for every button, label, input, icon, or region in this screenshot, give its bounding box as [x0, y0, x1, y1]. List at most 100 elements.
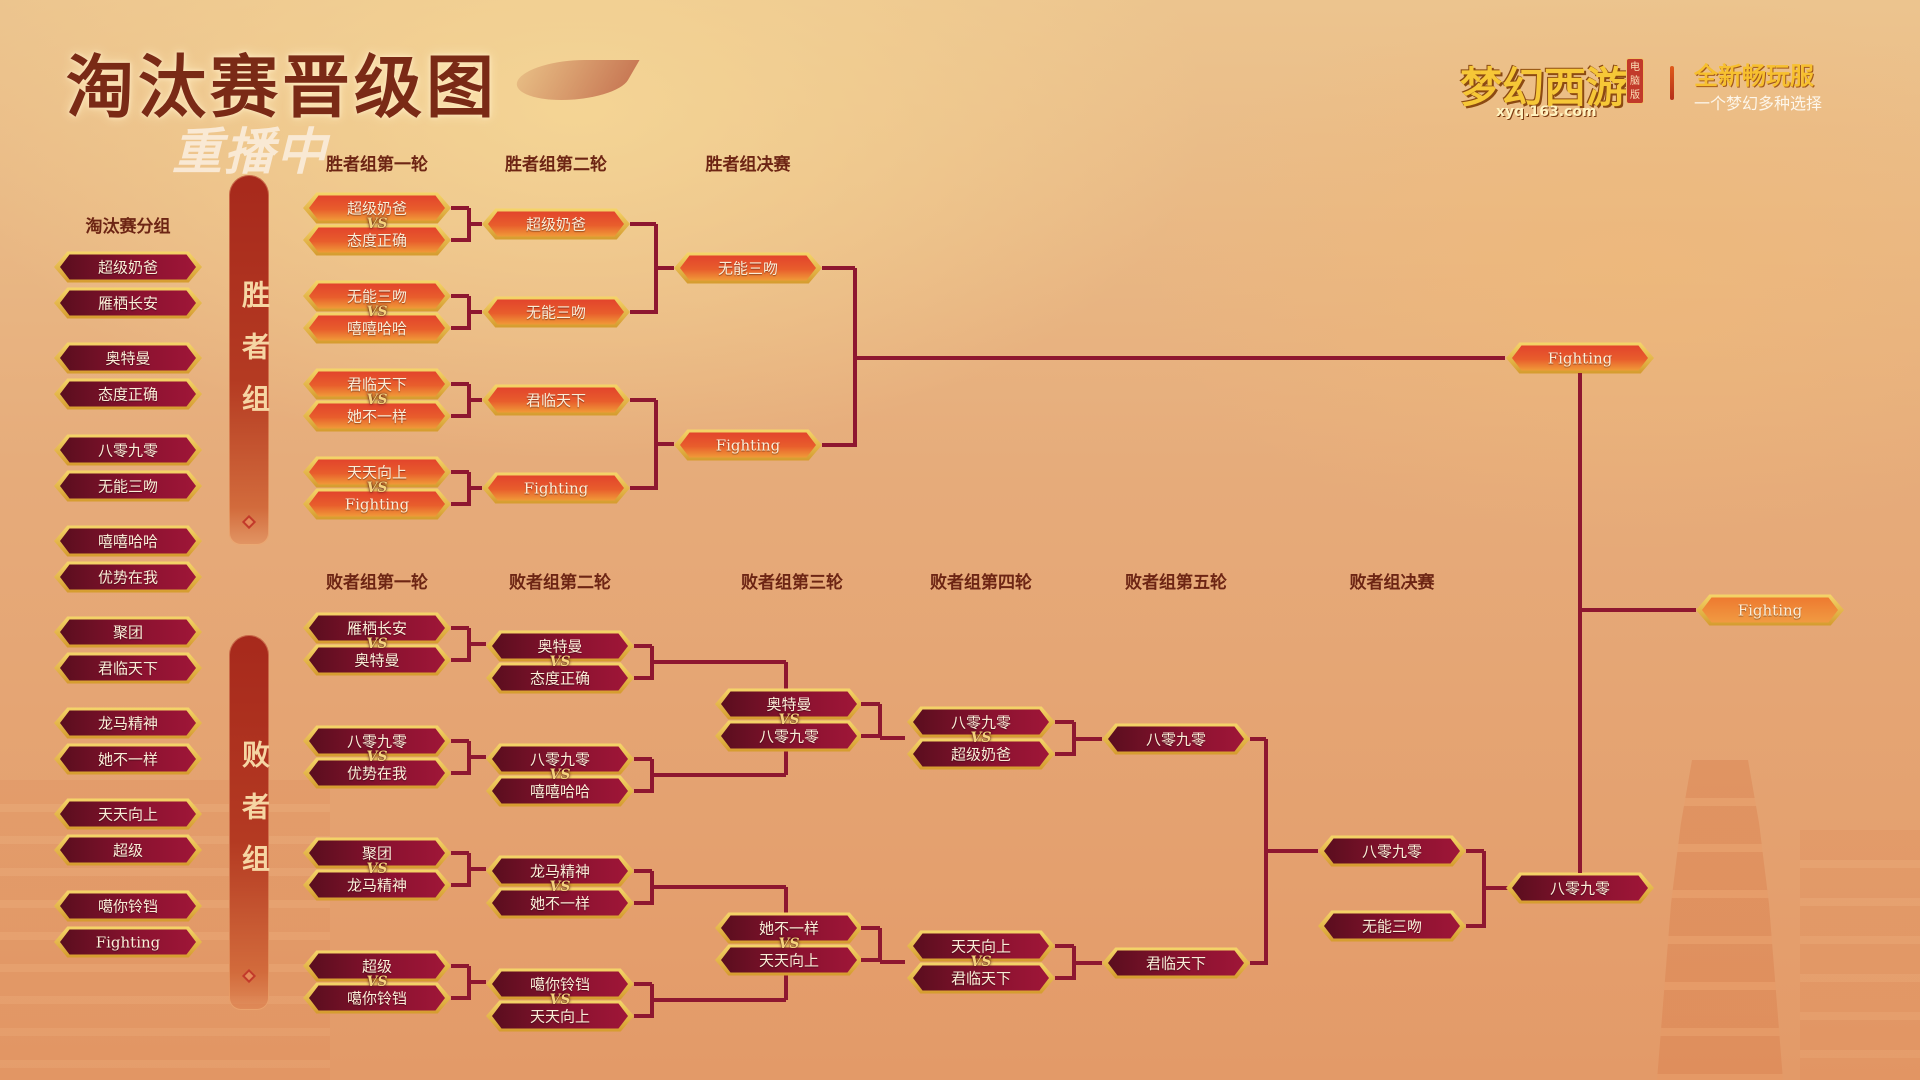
- losers-r5-result-1-label: 八零九零: [1145, 730, 1206, 749]
- losers-final-result-1[interactable]: 八零九零: [1318, 835, 1466, 867]
- bracket-connector: [1484, 886, 1508, 890]
- group-team-item[interactable]: 天天向上: [54, 798, 202, 830]
- losers-r1-match-1-team-b[interactable]: 奥特曼: [303, 644, 451, 676]
- bracket-connector: [469, 642, 486, 646]
- group-team-label: 八零九零: [97, 441, 158, 460]
- bracket-connector: [634, 869, 652, 873]
- losers-r1-match-1-team-a[interactable]: 雁栖长安: [303, 612, 451, 644]
- group-team-item[interactable]: Fighting: [54, 926, 202, 958]
- group-team-item[interactable]: 她不一样: [54, 743, 202, 775]
- bracket-connector: [451, 206, 469, 210]
- losers-banner-text: 败者组: [238, 740, 271, 896]
- losers-r1-match-3-team-a[interactable]: 聚团: [303, 837, 451, 869]
- winners-final-result-1[interactable]: 无能三吻: [674, 252, 822, 284]
- winners-r1-match-1-team-b[interactable]: 态度正确: [303, 224, 451, 256]
- winners-r2-result-3-label: 君临天下: [525, 391, 586, 410]
- group-team-item[interactable]: 嘻嘻哈哈: [54, 525, 202, 557]
- losers-r4-match-2-team-a[interactable]: 天天向上: [907, 930, 1055, 962]
- winners-r2-result-3[interactable]: 君临天下: [482, 384, 630, 416]
- losers-r2-match-2-team-b-label: 嘻嘻哈哈: [529, 782, 590, 801]
- bracket-connector: [451, 996, 469, 1000]
- game-logo[interactable]: 梦幻西游 xyq.163.com 电脑版: [1456, 48, 1648, 124]
- winners-final-result-2[interactable]: Fighting: [674, 429, 822, 461]
- losers-r1-match-2-team-b[interactable]: 优势在我: [303, 757, 451, 789]
- losers-r1-match-2-team-b-label: 优势在我: [346, 764, 407, 783]
- losers-r5-result-2[interactable]: 君临天下: [1102, 947, 1250, 979]
- group-team-label: 雁栖长安: [97, 294, 158, 313]
- losers-r4-match-1-team-b[interactable]: 超级奶爸: [907, 738, 1055, 770]
- bracket-connector: [630, 398, 656, 402]
- bracket-connector: [1055, 976, 1074, 980]
- bracket-connector: [451, 470, 469, 474]
- group-team-label: 超级奶爸: [97, 258, 158, 277]
- losers-r3-match-2-team-a[interactable]: 她不一样: [715, 912, 863, 944]
- losers-r3-match-1-team-a[interactable]: 奥特曼: [715, 688, 863, 720]
- losers-final-result-1-label: 八零九零: [1361, 842, 1422, 861]
- winners-r1-match-2-team-a[interactable]: 无能三吻: [303, 280, 451, 312]
- losers-r1-match-3-team-a-label: 聚团: [361, 844, 392, 863]
- bracket-connector: [634, 982, 652, 986]
- diamond-icon: [241, 514, 257, 530]
- bracket-connector: [469, 398, 482, 402]
- losers-r4-match-1-team-a[interactable]: 八零九零: [907, 706, 1055, 738]
- losers-r2-match-2-team-b[interactable]: 嘻嘻哈哈: [486, 775, 634, 807]
- losers-r2-match-3-team-a[interactable]: 龙马精神: [486, 855, 634, 887]
- group-team-item[interactable]: 噶你铃铛: [54, 890, 202, 922]
- losers-r5-result-1[interactable]: 八零九零: [1102, 723, 1250, 755]
- losers-r2-match-4-team-a[interactable]: 噶你铃铛: [486, 968, 634, 1000]
- losers-r2-match-4-team-b[interactable]: 天天向上: [486, 1000, 634, 1032]
- losers-r2-match-1-team-a[interactable]: 奥特曼: [486, 630, 634, 662]
- losers-r2-match-4-team-a-label: 噶你铃铛: [529, 975, 590, 994]
- bracket-connector: [634, 676, 652, 680]
- group-team-item[interactable]: 雁栖长安: [54, 287, 202, 319]
- group-team-item[interactable]: 聚团: [54, 616, 202, 648]
- group-team-item[interactable]: 奥特曼: [54, 342, 202, 374]
- group-team-item[interactable]: 八零九零: [54, 434, 202, 466]
- winners-r1-match-2-team-b[interactable]: 嘻嘻哈哈: [303, 312, 451, 344]
- winners-r1-match-1-team-a[interactable]: 超级奶爸: [303, 192, 451, 224]
- losers-bracket-winner[interactable]: 八零九零: [1506, 872, 1654, 904]
- losers-r1-match-2-team-a-label: 八零九零: [346, 732, 407, 751]
- losers-r3-match-1-team-a-label: 奥特曼: [766, 695, 812, 714]
- grand-final-result[interactable]: Fighting: [1696, 594, 1844, 626]
- losers-r1-match-2-team-a[interactable]: 八零九零: [303, 725, 451, 757]
- losers-r1-match-3-team-b[interactable]: 龙马精神: [303, 869, 451, 901]
- group-team-item[interactable]: 超级: [54, 834, 202, 866]
- winners-r1-match-3-team-a[interactable]: 君临天下: [303, 368, 451, 400]
- losers-r3-match-1-team-b[interactable]: 八零九零: [715, 720, 863, 752]
- group-team-item[interactable]: 优势在我: [54, 561, 202, 593]
- bracket-connector: [1266, 849, 1318, 853]
- losers-r2-match-2-team-a[interactable]: 八零九零: [486, 743, 634, 775]
- winners-r1-match-4-team-b[interactable]: Fighting: [303, 488, 451, 520]
- group-team-item[interactable]: 超级奶爸: [54, 251, 202, 283]
- group-team-item[interactable]: 君临天下: [54, 652, 202, 684]
- losers-r3-match-1-team-b-label: 八零九零: [758, 727, 819, 746]
- winners-final-result-2-label: Fighting: [715, 436, 781, 454]
- bracket-connector: [861, 702, 880, 706]
- bracket-connector: [630, 310, 656, 314]
- losers-r2-match-3-team-b[interactable]: 她不一样: [486, 887, 634, 919]
- group-team-item[interactable]: 态度正确: [54, 378, 202, 410]
- winners-r1-match-3-team-b[interactable]: 她不一样: [303, 400, 451, 432]
- bracket-connector: [634, 789, 652, 793]
- winners-banner-text: 胜者组: [238, 280, 271, 436]
- losers-r3-match-2-team-b[interactable]: 天天向上: [715, 944, 863, 976]
- losers-r2-match-1-team-b[interactable]: 态度正确: [486, 662, 634, 694]
- losers-r1-match-4-team-a[interactable]: 超级: [303, 950, 451, 982]
- winners-r2-result-4[interactable]: Fighting: [482, 472, 630, 504]
- group-team-label: 噶你铃铛: [97, 897, 158, 916]
- losers-r1-match-4-team-b[interactable]: 噶你铃铛: [303, 982, 451, 1014]
- winners-bracket-winner[interactable]: Fighting: [1506, 342, 1654, 374]
- winners-r1-match-4-team-a[interactable]: 天天向上: [303, 456, 451, 488]
- groups-header: 淘汰赛分组: [85, 217, 171, 237]
- losers-final-result-2[interactable]: 无能三吻: [1318, 910, 1466, 942]
- losers-r4-match-2-team-b[interactable]: 君临天下: [907, 962, 1055, 994]
- group-team-item[interactable]: 龙马精神: [54, 707, 202, 739]
- winners-r2-result-1[interactable]: 超级奶爸: [482, 208, 630, 240]
- group-team-item[interactable]: 无能三吻: [54, 470, 202, 502]
- winners-r2-result-2[interactable]: 无能三吻: [482, 296, 630, 328]
- losers-bracket-winner-label: 八零九零: [1549, 879, 1610, 898]
- slogan-main: 全新畅玩服: [1694, 62, 1814, 90]
- losers-r2-match-1-team-b-label: 态度正确: [529, 669, 590, 688]
- bracket-connector: [634, 644, 652, 648]
